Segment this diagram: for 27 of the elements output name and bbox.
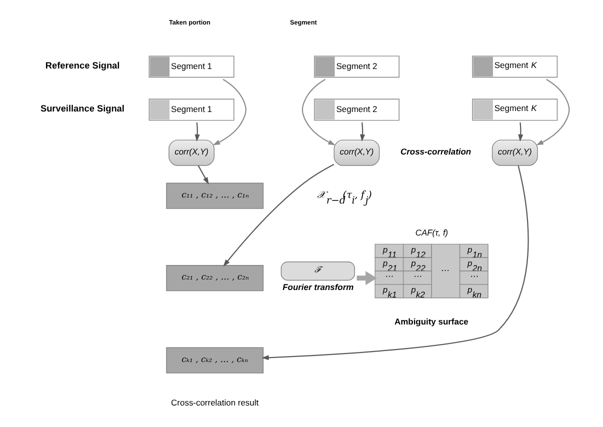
label: ⋯ (440, 265, 449, 276)
label: Reference Signal (44, 60, 120, 70)
label: Surveillance Signal (40, 103, 124, 114)
arrow (536, 78, 570, 146)
arrow (212, 78, 246, 146)
label: Cross-correlation (400, 146, 471, 156)
node-box: corr(X,Y) (168, 140, 214, 166)
label: ⋯ (412, 271, 420, 282)
node-box: c₂₁ , c₂₂ , … , c₂ₙ (166, 265, 264, 292)
arrow (301, 78, 335, 146)
label: Cross-correlation result (170, 398, 258, 408)
arrow (356, 271, 376, 286)
node-box: corr(X,Y) (491, 140, 538, 166)
arrow (518, 122, 523, 142)
arrow (222, 164, 334, 267)
node-box: corr(X,Y) (333, 140, 380, 166)
node-box: cₖ₁ , cₖ₂ , … , cₖₙ (166, 347, 264, 374)
label: ⋯ (384, 271, 392, 282)
node-label: Fourier transform (282, 282, 354, 292)
arrow (197, 165, 208, 184)
arrow (261, 166, 528, 360)
node-box: c₁₁ , c₁₂ , … , c₁ₙ (166, 182, 264, 209)
arrow (194, 122, 200, 142)
arrow (360, 122, 365, 142)
node-label: Ambiguity surface (394, 316, 468, 326)
node-label: CAF(τ, f) (414, 227, 448, 238)
label: ⋯ (468, 271, 477, 282)
